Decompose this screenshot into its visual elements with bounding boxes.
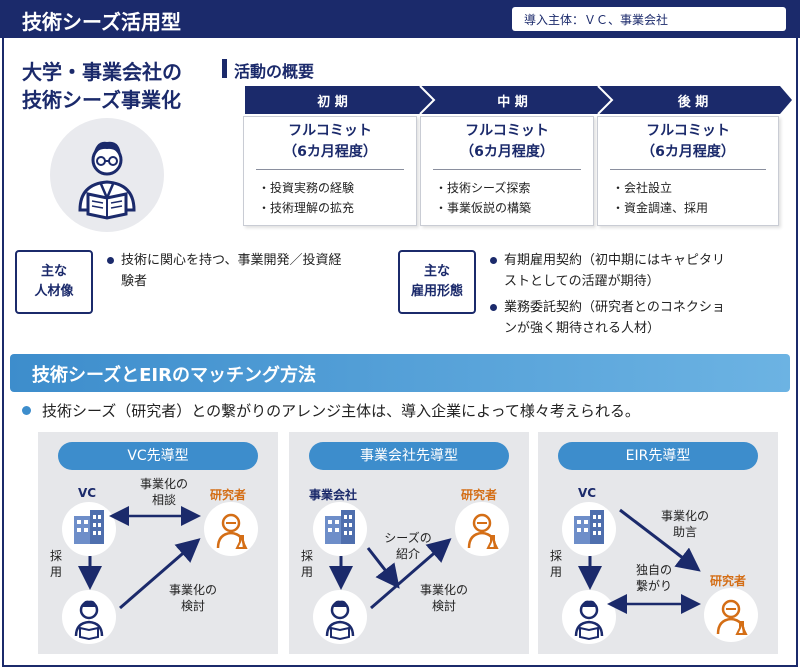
matching-subtitle: 技術シーズ（研究者）との繋がりのアレンジ主体は、導入企業によって様々考えられる。 xyxy=(22,400,640,421)
employment-bullet-2: 業務委託契約（研究者とのコネクショ ンが強く期待される人材） xyxy=(490,297,790,339)
header-bar: 技術シーズ活用型 導入主体：ＶＣ、事業会社 xyxy=(0,0,800,38)
employment-label: 主な雇用形態 xyxy=(398,250,476,314)
researcher-label: 研究者 xyxy=(710,574,747,588)
researcher-icon xyxy=(204,502,258,556)
panel-title: 事業会社先導型 xyxy=(309,442,509,470)
mid-note: 独自の繋がり xyxy=(635,563,672,593)
researcher-icon xyxy=(455,502,509,556)
building-icon xyxy=(62,502,116,556)
list-item: ・技術理解の拡充 xyxy=(258,201,355,215)
top-note: 事業化の助言 xyxy=(660,509,709,539)
hire-note: 採用 xyxy=(49,549,62,579)
phase-card-early: フルコミット（6カ月程度） ・投資実務の経験 ・技術理解の拡充 xyxy=(243,116,417,226)
matching-section-header: 技術シーズとEIRのマッチング方法 xyxy=(10,354,790,392)
employment-bullet-1: 有期雇用契約（初中期にはキャピタリ ストとしての活躍が期待） xyxy=(490,250,790,292)
diag-note: 事業化の検討 xyxy=(168,583,217,613)
matching-title: 技術シーズとEIRのマッチング方法 xyxy=(32,365,316,386)
org-label: VC xyxy=(578,486,597,500)
activity-heading: 活動の概要 xyxy=(234,62,315,81)
list-item: ・会社設立 xyxy=(612,181,673,195)
list-item: ・投資実務の経験 xyxy=(258,181,355,195)
main-title: 大学・事業会社の 技術シーズ事業化 xyxy=(22,60,182,112)
panel-company-led: 事業会社先導型 事業会社 研究者 シーズの紹介 採用 事業化の検討 xyxy=(289,432,529,654)
person-reading-icon xyxy=(62,590,116,644)
mid-note: シーズの紹介 xyxy=(384,531,432,561)
phase-label-late: 後 期 xyxy=(677,95,709,110)
talent-bullet: 技術に関心を持つ、事業開発／投資経 験者 xyxy=(107,250,397,292)
researcher-label: 研究者 xyxy=(461,488,498,502)
org-label: VC xyxy=(78,486,97,500)
researcher-icon xyxy=(704,588,758,642)
list-item: ・資金調達、採用 xyxy=(612,201,709,215)
top-note: 事業化の相談 xyxy=(139,477,188,507)
list-item: ・技術シーズ探索 xyxy=(435,181,531,195)
section-marker xyxy=(222,59,227,78)
person-reading-icon xyxy=(313,590,367,644)
building-icon xyxy=(313,502,367,556)
page-title: 技術シーズ活用型 xyxy=(22,10,181,34)
person-reading-icon xyxy=(50,118,164,232)
panel-title: VC先導型 xyxy=(58,442,258,470)
hire-note: 採用 xyxy=(300,549,313,579)
talent-label: 主な人材像 xyxy=(15,250,93,314)
diag-note: 事業化の検討 xyxy=(419,583,468,613)
org-label: 事業会社 xyxy=(309,488,358,502)
panel-vc-led: VC先導型 VC 研究者 事業化の相談 採用 事業化の検討 xyxy=(38,432,278,654)
phase-label-mid: 中 期 xyxy=(497,95,528,110)
researcher-label: 研究者 xyxy=(210,488,247,502)
panel-eir-led: EIR先導型 VC 研究者 事業化の助言 採用 独自の繋がり xyxy=(538,432,778,654)
entity-badge: 導入主体：ＶＣ、事業会社 xyxy=(512,7,786,31)
list-item: ・事業仮説の構築 xyxy=(435,201,532,215)
hire-note: 採用 xyxy=(549,549,562,579)
building-icon xyxy=(562,502,616,556)
phase-card-mid: フルコミット（6カ月程度） ・技術シーズ探索 ・事業仮説の構築 xyxy=(420,116,594,226)
panel-title: EIR先導型 xyxy=(558,442,758,470)
phase-card-late: フルコミット（6カ月程度） ・会社設立 ・資金調達、採用 xyxy=(597,116,779,226)
phase-label-early: 初 期 xyxy=(317,95,348,110)
